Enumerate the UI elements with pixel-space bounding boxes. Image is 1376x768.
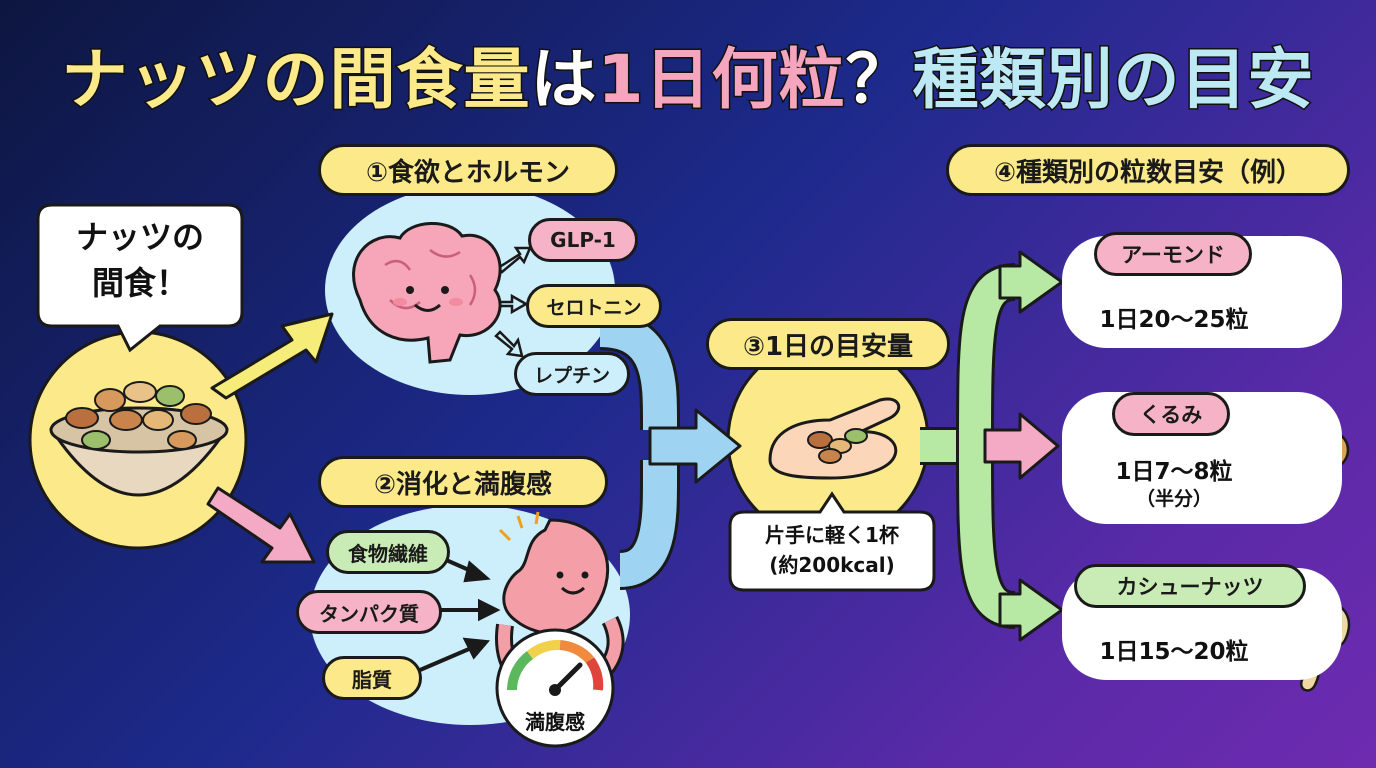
nut-card-cashew-amount: 1日15〜20粒: [1099, 639, 1249, 665]
section1-heading: ①食欲とホルモン: [318, 144, 618, 196]
nutrient-protein: タンパク質: [296, 590, 442, 634]
title-part-3: は: [529, 40, 598, 120]
nut-card-walnut-note: （半分）: [1135, 488, 1212, 510]
section3-bubble-line-2: (約200kcal): [769, 553, 895, 577]
arrow-to-brain: [210, 312, 334, 400]
arrow-branch-green: [920, 250, 1064, 642]
speech-bubble: ナッツの 間食！: [38, 214, 242, 306]
section3-bubble-line-1: 片手に軽く1杯: [765, 523, 899, 547]
brain-illustration: [352, 222, 502, 364]
hand-illustration: [768, 397, 901, 480]
hormone-leptin: レプチン: [514, 352, 630, 396]
page-title: ナッツの間食量は1日何粒？種類別の目安: [0, 26, 1376, 122]
hormone-serotonin: セロトニン: [526, 284, 662, 328]
speech-bubble-line-1: ナッツの: [75, 218, 204, 256]
nut-card-walnut-amount: 1日7〜8粒: [1115, 459, 1233, 485]
section3-bubble: 片手に軽く1杯 (約200kcal): [730, 520, 934, 580]
gauge-label: 満腹感: [525, 710, 585, 734]
title-part-6: 種類別の目安: [911, 40, 1315, 120]
title-part-4: 1日何粒: [596, 40, 846, 120]
arrow-merge-blue: [598, 310, 742, 590]
section3-heading: ③1日の目安量: [706, 318, 950, 370]
nut-card-cashew-name: カシューナッツ: [1074, 564, 1306, 608]
fullness-gauge: [495, 628, 615, 748]
nutrient-fiber: 食物繊維: [326, 530, 450, 574]
section4-heading: ④種類別の粒数目安（例）: [946, 144, 1350, 196]
speech-bubble-line-2: 間食！: [91, 264, 188, 302]
nutrient-arrows: [419, 550, 501, 672]
title-part-2: 間食量: [328, 40, 531, 120]
nutrient-fat: 脂質: [322, 656, 422, 700]
nut-card-almond-amount: 1日20〜25粒: [1099, 307, 1249, 333]
hormone-glp1: GLP-1: [528, 218, 638, 262]
arrow-to-stomach: [206, 486, 316, 564]
nut-card-almond-name: アーモンド: [1094, 232, 1252, 276]
title-part-5: ？: [844, 40, 913, 120]
nut-bowl-illustration: [49, 381, 229, 497]
section2-heading: ②消化と満腹感: [318, 456, 608, 508]
hormone-arrows: [494, 246, 532, 358]
title-part-1: ナッツの: [60, 40, 330, 120]
nut-card-walnut-name: くるみ: [1112, 392, 1230, 436]
